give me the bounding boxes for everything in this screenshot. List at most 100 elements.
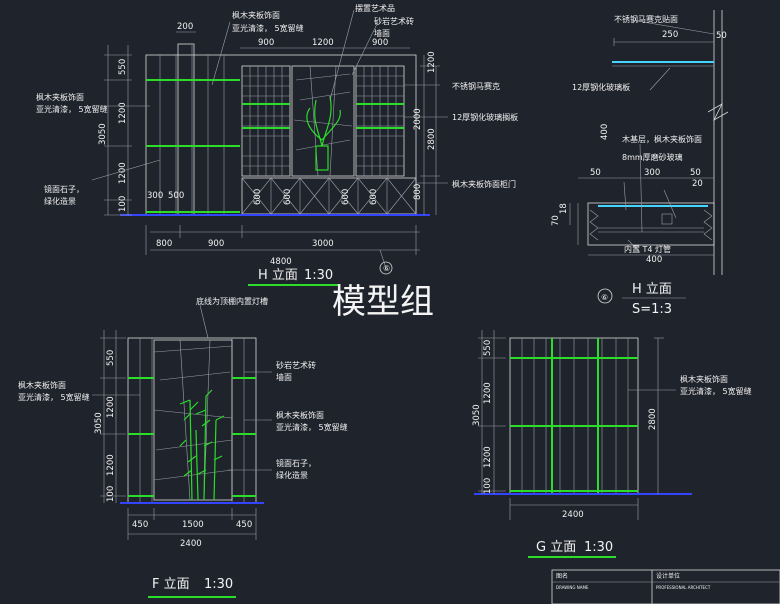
f-note-pebbles-1: 镜面石子， <box>276 458 316 468</box>
g-dim-left-total: 3050 <box>472 404 482 426</box>
h-dim-right-0: 1200 <box>427 51 437 73</box>
f-dim-bottom-total: 2400 <box>180 539 202 549</box>
section-6-dim-1: 50 <box>716 31 727 41</box>
elevation-g-scale: 1:30 <box>584 540 613 555</box>
elevation-h-scale: 1:30 <box>304 268 333 283</box>
section-6-marker-label: ⑥ <box>601 293 608 302</box>
f-note-maple-2: 亚光清漆， 5宽留缝 <box>276 422 348 432</box>
h-dim-top-2: 1200 <box>312 38 334 48</box>
g-note-right-2: 亚光清漆， 5宽留缝 <box>680 386 752 396</box>
g-dim-bottom-total: 2400 <box>562 510 584 520</box>
elevation-h-sandstone-niche <box>291 65 355 177</box>
elevation-h-section-marker-label: ⑥ <box>383 264 390 273</box>
elevation-f-bamboo <box>179 389 225 501</box>
h-dim-inner-2: 600 <box>253 189 263 205</box>
h-note-maple-veneer-2: 亚光清漆， 5宽留缝 <box>232 23 304 33</box>
h-dim-inner-3: 600 <box>283 189 293 205</box>
f-dim-left-total: 3050 <box>94 412 104 434</box>
h-note-pebbles-2: 绿化造景 <box>44 196 76 206</box>
section-6-note-lamp: 内置 T4 灯管 <box>624 244 671 254</box>
g-dim-left-2: 1200 <box>483 446 493 468</box>
f-dim-bottom-2: 450 <box>236 520 252 530</box>
h-note-steel-frame: 不锈钢马赛克 <box>452 81 500 91</box>
section-6-dim-4: 300 <box>644 168 660 178</box>
f-dim-left-3: 100 <box>106 486 116 502</box>
section-6-marker <box>597 288 613 304</box>
elevation-g: 550 1200 1200 100 3050 2800 2400 枫木夹板饰面 … <box>472 330 752 558</box>
h-dim-bottom-2: 3000 <box>312 239 334 249</box>
g-dim-left-1: 1200 <box>483 382 493 404</box>
elevation-f-sandstone <box>153 339 233 501</box>
section-6-dim-3: 50 <box>590 168 601 178</box>
h-note-glass-shelf: 12厚钢化玻璃搁板 <box>452 112 518 122</box>
h-note-maple-veneer-1: 枫木夹板饰面 <box>232 10 280 20</box>
elevation-f: 底线为顶棚内置灯槽 枫木夹板饰面 亚光清漆， 5宽留缝 砂岩艺术砖 墙面 枫木夹… <box>18 296 348 598</box>
h-note-sandstone-1: 砂岩艺术砖 <box>374 16 414 26</box>
section-6-cabinet-detail <box>587 202 715 246</box>
g-dim-right-total: 2800 <box>648 408 658 430</box>
elevation-h-title: H 立面 <box>258 268 298 283</box>
h-note-pebbles-1: 镜面石子， <box>44 184 84 194</box>
title-block-right-label: 设计单位 <box>656 572 680 580</box>
f-note-top: 底线为顶棚内置灯槽 <box>196 296 268 306</box>
section-6-scale: S=1:3 <box>632 302 672 317</box>
h-note-left-finish-2: 亚光清漆， 5宽留缝 <box>36 104 108 114</box>
h-dim-top-0: 200 <box>177 22 193 32</box>
title-block: 图名 DRAWING NAME 设计单位 PROFESSIONAL ARCHIT… <box>551 569 780 604</box>
f-note-maple-1: 枫木夹板饰面 <box>276 410 324 420</box>
h-dim-left-0: 100 <box>118 196 128 212</box>
section-6-dim-2: 400 <box>600 124 610 140</box>
section-6-dim-6: 20 <box>692 179 703 189</box>
h-dim-top-1: 900 <box>258 38 274 48</box>
h-dim-inner-1: 500 <box>168 191 184 201</box>
section-6-dim-7: 400 <box>646 255 662 265</box>
elevation-h: ⑥ 200 900 1200 900 100 550 1200 1200 305… <box>36 3 518 286</box>
f-dim-left-2: 1200 <box>106 454 116 476</box>
section-6-dim-8: 18 <box>559 203 569 214</box>
h-dim-inner-0: 300 <box>147 191 163 201</box>
h-note-door: 枫木夹板饰面柜门 <box>452 179 516 189</box>
f-note-pebbles-2: 绿化造景 <box>276 470 308 480</box>
h-dim-inner-5: 600 <box>369 189 379 205</box>
g-dim-left-0: 550 <box>483 340 493 356</box>
h-dim-bottom-total: 4800 <box>270 257 292 267</box>
section-6-dim-0: 250 <box>662 30 678 40</box>
section-6: 不锈钢马赛克贴面 250 50 12厚钢化玻璃板 400 木基层，枫木夹板饰面 … <box>551 10 729 317</box>
elevation-f-scale: 1:30 <box>204 577 233 592</box>
h-dim-right-total: 2800 <box>427 128 437 150</box>
elevation-f-dimension-lines <box>92 304 272 540</box>
elevation-g-dimension-lines <box>478 330 676 520</box>
f-note-left-2: 亚光清漆， 5宽留缝 <box>18 392 90 402</box>
section-6-note-wood: 木基层，枫木夹板饰面 <box>622 134 702 144</box>
section-6-note-frosted: 8mm厚磨砂玻璃 <box>622 152 683 162</box>
h-dim-bottom-1: 900 <box>208 239 224 249</box>
h-note-left-finish-1: 枫木夹板饰面 <box>36 92 84 102</box>
section-6-dim-5: 50 <box>690 168 701 178</box>
f-dim-left-1: 1200 <box>106 396 116 418</box>
f-dim-bottom-0: 450 <box>132 520 148 530</box>
h-dim-right-2: 800 <box>413 184 423 200</box>
f-note-sandstone-1: 砂岩艺术砖 <box>276 360 316 370</box>
section-6-note-glass: 12厚钢化玻璃板 <box>572 82 630 92</box>
h-dim-left-total: 3050 <box>98 123 108 145</box>
elevation-h-section-marker <box>379 261 393 275</box>
section-6-dim-9: 70 <box>551 215 561 226</box>
f-dim-left-0: 550 <box>106 350 116 366</box>
h-dim-top-3: 900 <box>372 38 388 48</box>
h-dim-bottom-0: 800 <box>156 239 172 249</box>
watermark-text: 模型组 <box>332 282 434 322</box>
elevation-h-dimension-lines <box>104 31 440 269</box>
title-block-left-sub: DRAWING NAME <box>556 585 589 590</box>
f-note-sandstone-2: 墙面 <box>276 372 292 382</box>
section-6-note-steel-edge: 不锈钢马赛克贴面 <box>614 14 678 24</box>
f-dim-bottom-1: 1500 <box>182 520 204 530</box>
section-6-title: H 立面 <box>632 282 672 297</box>
h-dim-right-1: 2000 <box>413 108 423 130</box>
title-block-right-sub: PROFESSIONAL ARCHITECT <box>656 585 711 590</box>
elevation-f-title: F 立面 <box>152 577 190 592</box>
g-dim-left-3: 100 <box>483 478 493 494</box>
g-note-right-1: 枫木夹板饰面 <box>680 374 728 384</box>
h-dim-inner-4: 600 <box>341 189 351 205</box>
elevation-g-title: G 立面 <box>536 540 576 555</box>
